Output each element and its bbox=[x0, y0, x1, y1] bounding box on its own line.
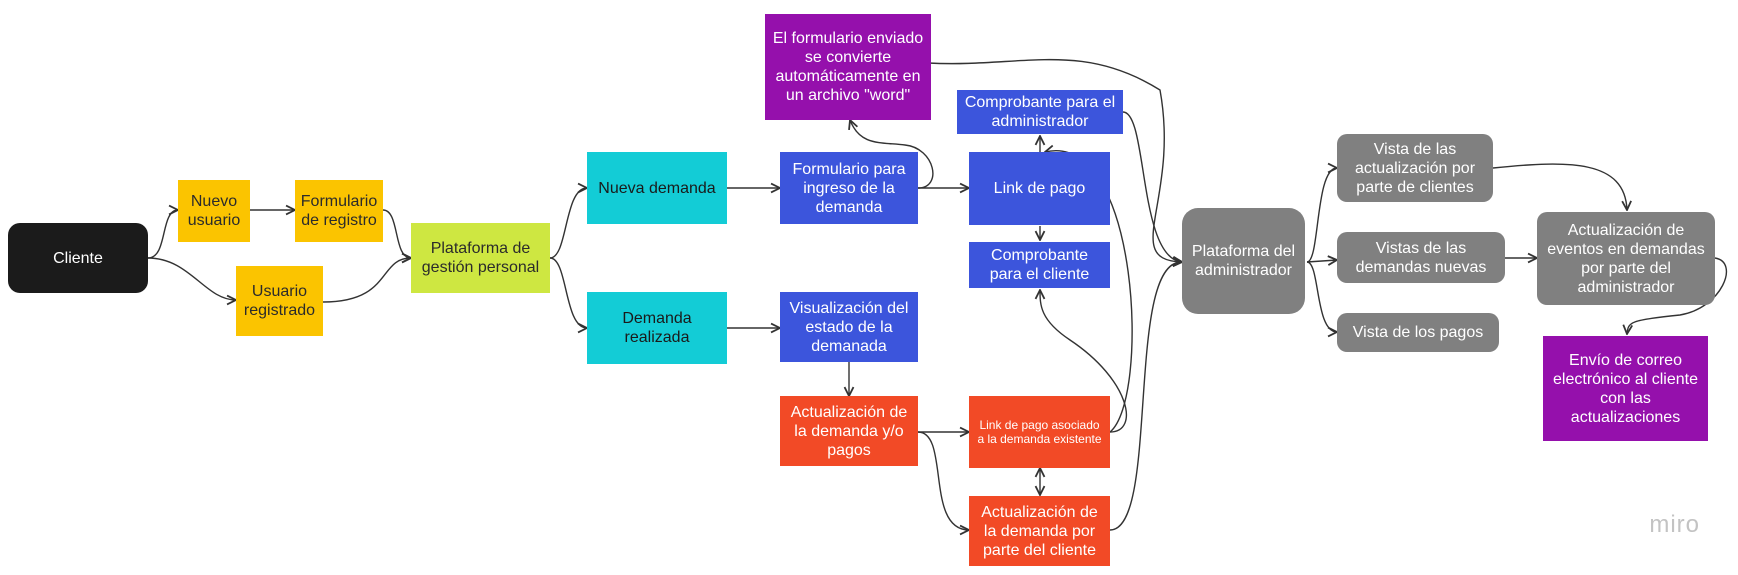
node-vistas-demandas-nuevas[interactable]: Vistas de las demandas nuevas bbox=[1337, 232, 1505, 283]
node-formulario-ingreso-label: Formulario para ingreso de la demanda bbox=[792, 160, 906, 216]
edge-link-asociado-comprobante-cliente bbox=[1040, 290, 1127, 433]
edge-eventos-envio-correo bbox=[1627, 257, 1727, 334]
node-plataforma-gestion-label: Plataforma de gestión personal bbox=[421, 240, 540, 276]
node-plataforma-admin[interactable]: Plataforma del administrador bbox=[1182, 208, 1305, 314]
node-link-pago-asociado[interactable]: Link de pago asociado a la demanda exist… bbox=[969, 396, 1110, 468]
edge-formulario-word bbox=[850, 120, 934, 189]
edge-word-plataforma-admin bbox=[927, 58, 1182, 262]
node-usuario-registrado[interactable]: Usuario registrado bbox=[236, 266, 323, 336]
node-link-pago[interactable]: Link de pago bbox=[969, 152, 1110, 225]
node-formulario-ingreso[interactable]: Formulario para ingreso de la demanda bbox=[780, 152, 918, 224]
node-actualizacion-demanda-pagos[interactable]: Actualización de la demanda y/o pagos bbox=[780, 396, 918, 466]
node-visualizacion-estado[interactable]: Visualización del estado de la demanada bbox=[780, 292, 918, 362]
node-actualizacion-demanda-pagos-label: Actualización de la demanda y/o pagos bbox=[790, 403, 908, 459]
node-visualizacion-estado-label: Visualización del estado de la demanada bbox=[789, 299, 909, 355]
node-nueva-demanda[interactable]: Nueva demanda bbox=[587, 152, 727, 224]
node-actualizacion-eventos-label: Actualización de eventos en demandas por… bbox=[1547, 221, 1705, 296]
node-envio-correo-label: Envío de correo electrónico al cliente c… bbox=[1553, 351, 1698, 426]
node-cliente-label: Cliente bbox=[53, 249, 103, 267]
node-plataforma-gestion[interactable]: Plataforma de gestión personal bbox=[411, 223, 550, 293]
edge-plataforma-demanda-realizada bbox=[549, 257, 587, 328]
miro-watermark: miro bbox=[1649, 511, 1700, 538]
node-nuevo-usuario[interactable]: Nuevo usuario bbox=[178, 180, 250, 242]
node-actualizacion-por-cliente[interactable]: Actualización de la demanda por parte de… bbox=[969, 496, 1110, 566]
edge-usuario-registrado-plataforma bbox=[322, 258, 411, 303]
node-formulario-registro[interactable]: Formulario de registro bbox=[295, 180, 383, 242]
node-plataforma-admin-label: Plataforma del administrador bbox=[1191, 243, 1296, 279]
edge-actualizacion-por-cliente bbox=[917, 431, 969, 530]
edge-vista-actualizacion-eventos bbox=[1492, 163, 1627, 210]
edge-cliente-usuario-registrado bbox=[147, 257, 236, 300]
edge-cliente-nuevo-usuario bbox=[147, 210, 178, 259]
node-formulario-registro-label: Formulario de registro bbox=[300, 193, 378, 229]
node-actualizacion-eventos[interactable]: Actualización de eventos en demandas por… bbox=[1537, 212, 1715, 305]
edge-plataforma-admin-vista-pagos bbox=[1306, 261, 1337, 332]
node-usuario-registrado-label: Usuario registrado bbox=[243, 283, 316, 319]
edge-plataforma-admin-vistas-demandas bbox=[1306, 260, 1337, 262]
node-nueva-demanda-label: Nueva demanda bbox=[598, 179, 716, 197]
node-cliente[interactable]: Cliente bbox=[8, 223, 148, 293]
node-vista-pagos-label: Vista de los pagos bbox=[1352, 324, 1484, 341]
node-link-pago-asociado-label: Link de pago asociado a la demanda exist… bbox=[977, 418, 1102, 446]
node-link-pago-label: Link de pago bbox=[993, 180, 1086, 197]
edge-plataforma-admin-vista-actualizacion bbox=[1306, 168, 1337, 263]
node-comprobante-admin-label: Comprobante para el administrador bbox=[964, 94, 1116, 130]
node-formulario-word[interactable]: El formulario enviado se convierte autom… bbox=[765, 14, 931, 120]
node-formulario-word-label: El formulario enviado se convierte autom… bbox=[772, 30, 924, 104]
node-vista-actualizacion-clientes-label: Vista de las actualización por parte de … bbox=[1354, 140, 1476, 196]
edge-actualizacion-cliente-plataforma-admin bbox=[1109, 262, 1182, 531]
edge-plataforma-nueva-demanda bbox=[549, 188, 587, 259]
edge-formulario-plataforma bbox=[382, 209, 411, 258]
node-envio-correo[interactable]: Envío de correo electrónico al cliente c… bbox=[1543, 336, 1708, 441]
node-comprobante-cliente[interactable]: Comprobante para el cliente bbox=[969, 242, 1110, 288]
node-demanda-realizada-label: Demanda realizada bbox=[622, 310, 692, 346]
node-actualizacion-por-cliente-label: Actualización de la demanda por parte de… bbox=[981, 503, 1098, 559]
node-comprobante-cliente-label: Comprobante para el cliente bbox=[989, 247, 1090, 283]
edge-comprobante-admin-plataforma-admin bbox=[1122, 111, 1182, 262]
node-vistas-demandas-nuevas-label: Vistas de las demandas nuevas bbox=[1355, 239, 1487, 276]
node-nuevo-usuario-label: Nuevo usuario bbox=[187, 193, 241, 229]
node-vista-pagos[interactable]: Vista de los pagos bbox=[1337, 313, 1499, 352]
node-vista-actualizacion-clientes[interactable]: Vista de las actualización por parte de … bbox=[1337, 134, 1493, 202]
node-comprobante-admin[interactable]: Comprobante para el administrador bbox=[957, 90, 1123, 134]
node-demanda-realizada[interactable]: Demanda realizada bbox=[587, 292, 727, 364]
